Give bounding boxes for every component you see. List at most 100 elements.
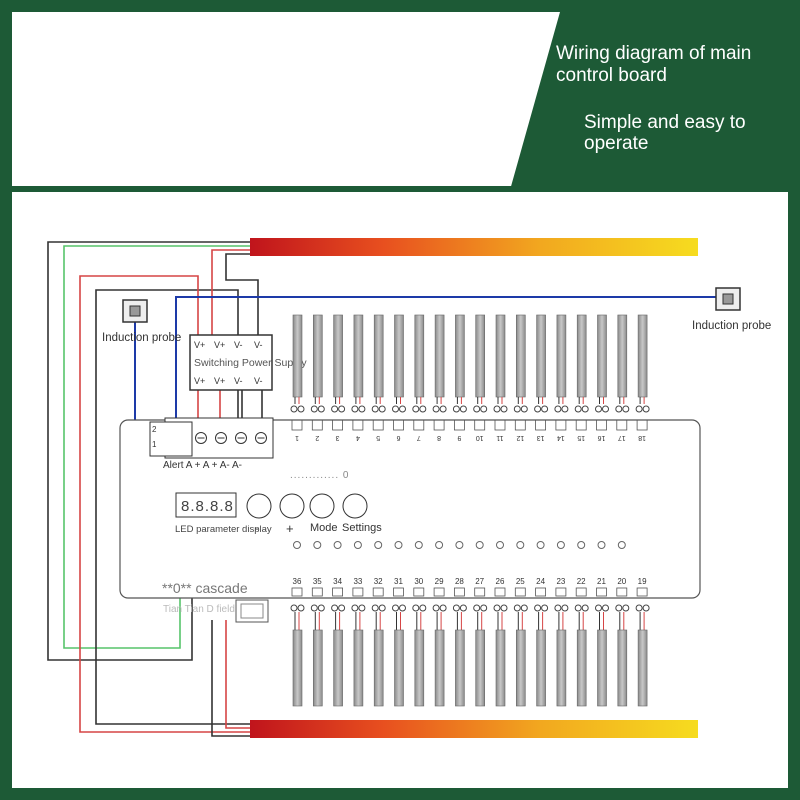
channel-number-top: 10 [476, 434, 484, 441]
psu-bottom-terminal-3: V- [234, 376, 243, 386]
channel-bracket [535, 587, 546, 597]
channel-terminal [317, 405, 325, 413]
channel-number-top: 4 [356, 434, 360, 441]
channel-bracket [636, 419, 648, 431]
terminal-label: Alert A + A + A- A- [163, 460, 242, 471]
channel-number-top: 1 [295, 434, 299, 441]
channel-bracket [311, 419, 323, 431]
led-strip-top [637, 314, 648, 398]
channel-terminal [520, 405, 528, 413]
channel-terminal [513, 405, 521, 413]
led-strip-bottom [434, 629, 445, 707]
probe-right-label: Induction probe [692, 320, 771, 332]
channel-terminal [310, 405, 318, 413]
indicator-led [313, 541, 322, 549]
psu-bottom-terminal-4: V- [254, 376, 263, 386]
channel-number-bottom: 27 [475, 577, 484, 586]
cascade-label: **0** cascade [162, 580, 248, 596]
channel-terminal [419, 604, 427, 612]
channel-bracket [332, 587, 344, 597]
minus-button-label: - [255, 523, 259, 535]
channel-outputs: 1362353344335326317308299281027112612251… [290, 314, 650, 707]
channel-terminal [554, 604, 562, 612]
header-green-panel [510, 12, 800, 190]
channel-terminal [513, 604, 521, 612]
channel-number-bottom: 32 [374, 577, 383, 586]
channel-terminal [439, 604, 447, 612]
led-strip-bottom [333, 629, 343, 707]
psu-top-terminals: V+V+V-V- [194, 340, 263, 350]
channel-terminal [459, 604, 467, 612]
led-strip-top [394, 314, 404, 398]
channel-bracket [596, 587, 607, 597]
channel-terminal [500, 604, 508, 612]
channel-terminal [290, 405, 298, 413]
plus-button[interactable] [279, 493, 305, 519]
channel-number-bottom: 24 [536, 577, 545, 586]
led-parameter-display [175, 492, 237, 518]
channel-terminal [338, 405, 346, 413]
channel-bracket [413, 419, 425, 431]
channel-bracket [413, 587, 425, 597]
channel-number-bottom: 28 [455, 577, 464, 586]
indicator-led [293, 541, 301, 549]
psu-top-terminal-2: V+ [214, 340, 225, 350]
channel-terminal [297, 604, 305, 612]
header-divider [12, 186, 512, 189]
channel-bracket [311, 587, 323, 597]
channel-terminal [399, 604, 406, 612]
channel-number-top: 9 [457, 434, 461, 441]
channel-bracket [514, 587, 526, 597]
channel-terminal [371, 604, 379, 612]
channel-terminal [351, 604, 359, 612]
led-strip-bottom [576, 629, 587, 707]
led-strip-top [414, 314, 425, 398]
title-line-1: Wiring diagram of main [556, 43, 751, 64]
channel-terminal [473, 405, 481, 413]
channel-bracket [352, 587, 364, 597]
indicator-led [455, 541, 464, 549]
channel-terminal [412, 405, 420, 413]
channel-terminal [574, 604, 582, 612]
channel-bracket [393, 587, 404, 597]
channel-terminal [310, 604, 318, 612]
channel-terminal [493, 405, 501, 413]
channel-bracket [494, 587, 506, 597]
channel-bracket [372, 419, 384, 431]
wire-black-top [225, 253, 259, 335]
channel-bracket [555, 587, 567, 597]
channel-number-bottom: 25 [516, 577, 525, 586]
indicator-led [536, 541, 545, 549]
minus-button[interactable] [246, 493, 272, 519]
channel-bracket [453, 587, 465, 597]
settings-button[interactable] [342, 493, 368, 519]
psu-bottom-terminal-1: V+ [194, 376, 205, 386]
channel-number-bottom: 31 [394, 577, 403, 586]
led-strip-top [495, 314, 506, 398]
channel-number-bottom: 21 [597, 577, 606, 586]
led-strip-top [475, 314, 486, 398]
channel-terminal [493, 604, 501, 612]
channel-terminal [642, 405, 650, 413]
channel-number-top: 6 [396, 434, 400, 441]
indicator-led [496, 541, 504, 549]
led-strip-bottom [556, 629, 567, 707]
led-strip-bottom [536, 629, 546, 707]
psu-top-terminal-4: V- [254, 340, 263, 350]
channel-bracket [291, 587, 303, 597]
plus-button-label: + [286, 521, 294, 536]
cascade-connector-port-icon [240, 603, 264, 619]
led-strip-bottom [475, 629, 486, 707]
mode-button[interactable] [309, 493, 335, 519]
channel-terminal [419, 405, 427, 413]
channel-number-bottom: 19 [638, 577, 647, 586]
channel-bracket [474, 587, 486, 597]
channel-terminal [480, 604, 488, 612]
led-strip-top [597, 314, 607, 398]
led-strip-bottom [414, 629, 425, 707]
indicator-led [435, 541, 444, 549]
channel-terminal [371, 405, 379, 413]
subtitle-line-2: operate [584, 133, 648, 154]
